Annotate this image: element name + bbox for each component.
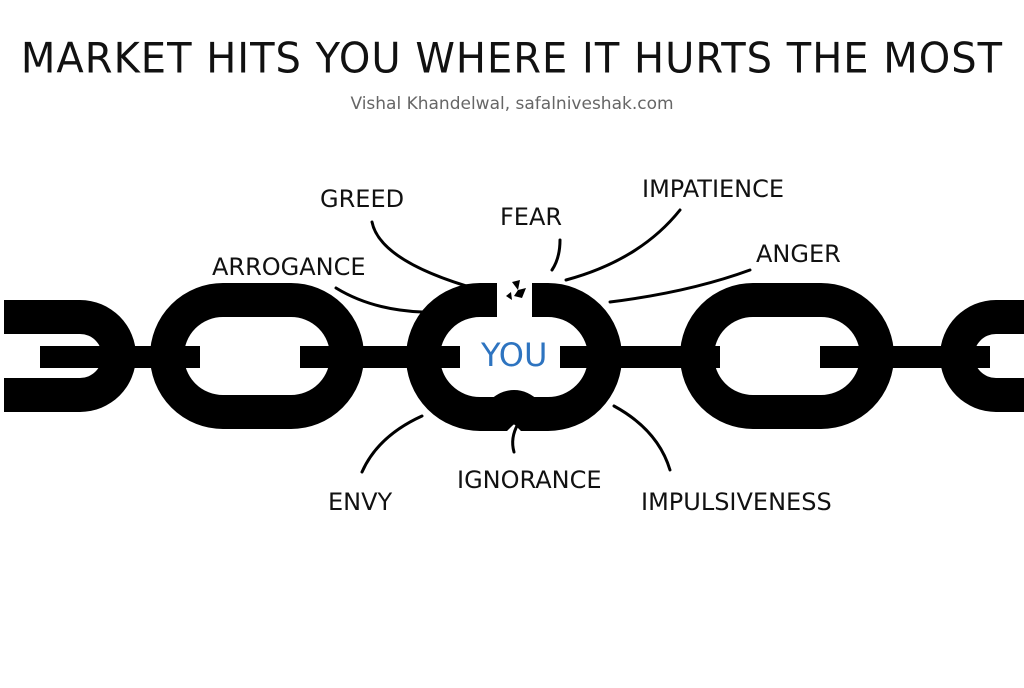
label-impatience: IMPATIENCE xyxy=(642,175,785,203)
pointer-fear xyxy=(550,238,562,272)
label-impulsiveness: IMPULSIVENESS xyxy=(641,488,832,516)
pointer-arrogance xyxy=(334,286,424,314)
pointer-impulsiveness xyxy=(612,404,672,472)
center-label-you: YOU xyxy=(481,336,548,374)
label-arrogance: ARROGANCE xyxy=(212,253,366,281)
fracture-fragment xyxy=(512,280,526,298)
pointer-anger xyxy=(608,268,752,304)
diagram-subtitle: Vishal Khandelwal, safalniveshak.com xyxy=(350,94,674,114)
chain-link-4 xyxy=(680,283,894,429)
chain-link-right-edge xyxy=(940,300,1024,412)
chain-bar-1 xyxy=(40,346,200,368)
label-fear: FEAR xyxy=(500,203,563,231)
label-envy: ENVY xyxy=(328,488,393,516)
pointer-impatience xyxy=(564,208,682,282)
pointer-envy xyxy=(360,414,424,474)
label-greed: GREED xyxy=(320,185,405,213)
pointer-ignorance xyxy=(511,422,520,454)
label-anger: ANGER xyxy=(756,240,841,268)
chain-link-left-edge xyxy=(4,300,136,412)
label-ignorance: IGNORANCE xyxy=(457,466,602,494)
pointer-greed xyxy=(370,220,482,292)
diagram-title: MARKET HITS YOU WHERE IT HURTS THE MOST xyxy=(20,34,1004,84)
chain-link-center-broken xyxy=(406,283,622,431)
fracture-fragment xyxy=(506,292,512,300)
